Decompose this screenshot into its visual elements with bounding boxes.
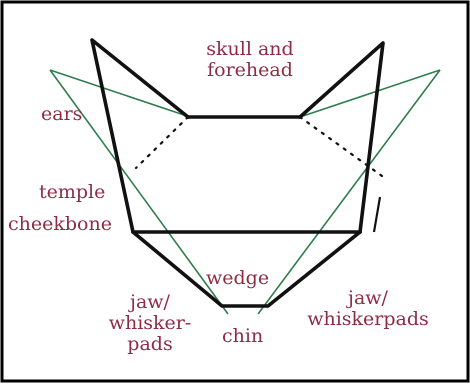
ears-label: ears [41,104,82,125]
temple-dots [136,117,382,176]
chin-label: chin [222,326,263,347]
jaw-right-label: jaw/ whiskerpads [303,288,433,330]
jaw-left-line-2: whisker- [95,313,205,334]
skull-line-1: skull and [185,39,315,60]
wedge-label: wedge [206,268,269,289]
right-cheek-tick [374,197,380,232]
left-ear-line [92,40,188,232]
skull-line-2: forehead [185,60,315,81]
jaw-right-line-1: jaw/ [303,288,433,309]
jaw-left-label: jaw/ whisker- pads [95,292,205,355]
triangle-top-right [300,70,440,117]
triangle-right-side [258,70,440,314]
jaw-left-line-3: pads [95,334,205,355]
jaw-right-line-2: whiskerpads [303,309,433,330]
cheekbone-label: cheekbone [8,214,112,235]
jaw-left-line-1: jaw/ [95,292,205,313]
skull-forehead-label: skull and forehead [185,39,315,81]
left-temple-dots [136,117,188,168]
temple-label: temple [39,182,105,203]
